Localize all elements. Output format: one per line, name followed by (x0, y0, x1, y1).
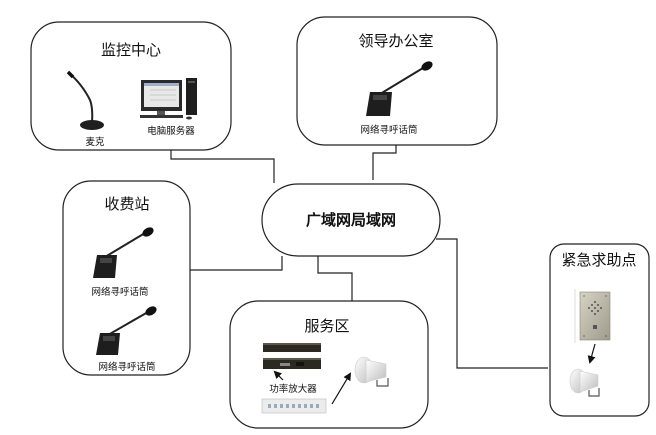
zone-monitor-center: 监控中心 麦克 电脑服务器 (30, 21, 232, 151)
horn-speaker-icon (354, 356, 389, 387)
mixer-rack-icon (261, 398, 327, 414)
zone-title-toll-station: 收费站 (104, 195, 149, 213)
zone-emergency-point: 紧急求助点 (549, 243, 650, 417)
link-emergency-point (436, 238, 548, 369)
zone-leader-office: 领导办公室 网络寻呼话筒 (296, 16, 498, 146)
arrow-to-amplifier (273, 370, 284, 381)
device-label-power-amplifier: 功率放大器 (269, 383, 317, 395)
power-amplifier-icon (263, 343, 321, 369)
desk-microphone-icon (66, 70, 104, 130)
zone-title-monitor-center: 监控中心 (101, 41, 161, 59)
paging-microphone-icon (366, 61, 433, 116)
paging-microphone-icon (96, 306, 157, 355)
hub-label: 广域网局域网 (306, 211, 396, 229)
arrow-to-speaker (331, 372, 352, 405)
hub-wan-lan: 广域网局域网 (261, 183, 441, 257)
device-label-computer-server: 电脑服务器 (147, 125, 195, 137)
device-label-paging-mic: 网络寻呼话筒 (360, 124, 417, 136)
paging-microphone-icon (93, 227, 154, 278)
zone-title-emergency-point: 紧急求助点 (561, 251, 636, 269)
zone-toll-station: 收费站 网络寻呼话筒 网络寻呼话筒 (62, 180, 191, 376)
link-toll-station (190, 256, 283, 271)
link-service-area (317, 256, 353, 301)
link-leader-office (372, 145, 397, 180)
zone-title-service-area: 服务区 (304, 317, 349, 335)
connection-lines (170, 138, 548, 369)
device-label-paging-mic-2: 网络寻呼话筒 (98, 361, 155, 373)
desktop-computer-icon (140, 78, 197, 120)
horn-speaker-icon (569, 368, 600, 397)
zone-title-leader-office: 领导办公室 (358, 32, 433, 50)
emergency-intercom-icon (579, 291, 611, 341)
device-label-microphone: 麦克 (85, 136, 105, 148)
device-label-paging-mic-1: 网络寻呼话筒 (91, 286, 148, 298)
arrow-to-emergency-speaker (587, 343, 596, 364)
zone-service-area: 服务区 功率放大器 (229, 300, 429, 429)
